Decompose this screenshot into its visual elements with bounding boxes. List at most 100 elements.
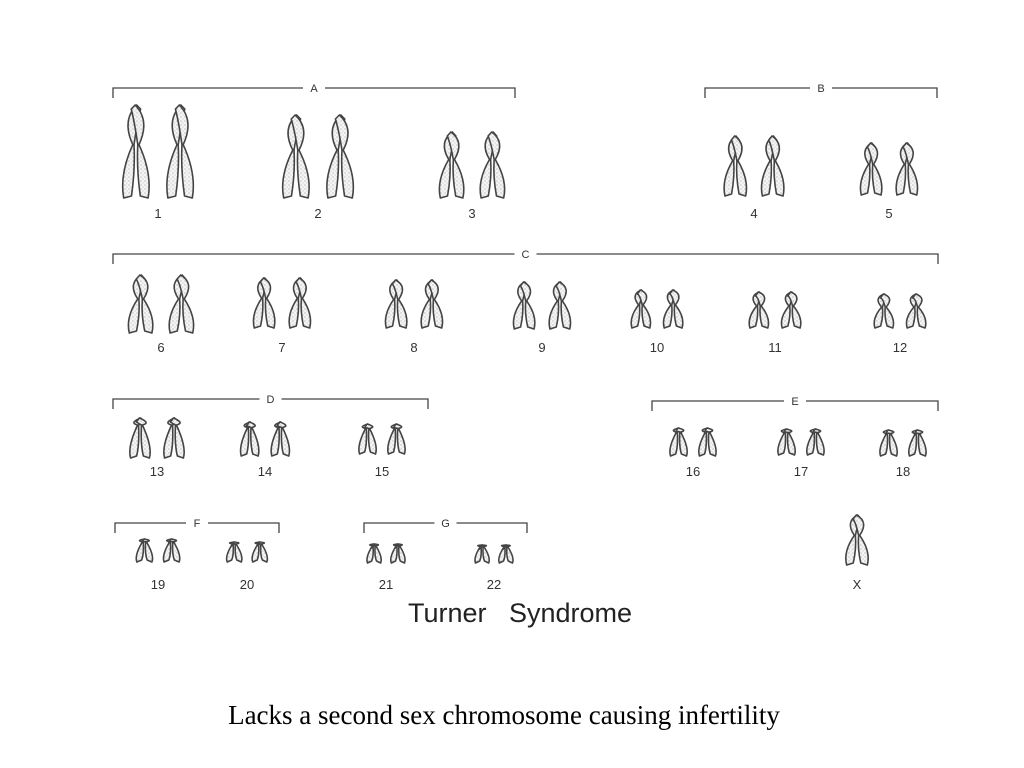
chromatid: [256, 541, 269, 563]
chromosome-14-a: [239, 421, 260, 457]
chromosome-16-b: [697, 427, 717, 457]
chromosome-number-label: 11: [768, 340, 782, 355]
chromatid: [363, 423, 378, 455]
chromosome-10-b: [662, 289, 684, 329]
chromosome-x: [845, 514, 869, 566]
chromatid: [866, 142, 883, 196]
group-bracket-c: C: [112, 249, 939, 264]
chromosome-number-label: 13: [150, 464, 164, 479]
chromatid: [879, 293, 895, 329]
chromatid: [487, 131, 506, 199]
chromosome-number-label: 10: [650, 340, 664, 355]
chromosome-set: [121, 104, 927, 566]
chromatid: [519, 281, 536, 330]
chromosome-number-label: 2: [314, 206, 321, 221]
chromosome-11-b: [780, 291, 802, 329]
karyotype-title: Turner Syndrome: [407, 598, 633, 628]
chromatid: [391, 279, 408, 329]
chromatid: [130, 104, 150, 199]
chromatid: [140, 538, 154, 563]
chromosome-11-a: [748, 291, 770, 329]
bracket-line: [363, 522, 528, 533]
chromosome-4-a: [723, 135, 748, 197]
group-bracket-d: D: [112, 394, 429, 409]
chromosome-22-b: [497, 544, 514, 564]
chromosome-number-label: 12: [893, 340, 907, 355]
chromosome-number-label: 22: [487, 577, 501, 592]
chromosome-15-a: [358, 423, 378, 455]
chromatid: [135, 274, 154, 334]
chromatid: [259, 277, 276, 329]
chromatid: [427, 279, 444, 329]
group-bracket-a: A: [112, 83, 516, 98]
chromatid: [636, 289, 652, 329]
chromosome-19-a: [135, 538, 154, 563]
chromosome-19-b: [162, 538, 181, 563]
chromatid: [782, 428, 797, 456]
chromatid: [290, 114, 310, 199]
chromosome-9-a: [512, 281, 536, 330]
chromosome-5-b: [895, 142, 919, 196]
chromosome-20-a: [225, 541, 243, 563]
chromatid: [167, 538, 181, 563]
sex-chromosome-label: X: [853, 577, 862, 592]
chromatid: [852, 514, 869, 566]
chromosome-number-label: 14: [258, 464, 272, 479]
chromatid: [703, 427, 717, 457]
chromosome-number-label: 21: [379, 577, 393, 592]
chromatid: [295, 277, 312, 329]
chromosome-20-b: [251, 541, 269, 563]
chromosome-6-b: [168, 274, 195, 334]
chromatid: [902, 142, 919, 196]
chromatid: [478, 544, 491, 564]
chromosome-number-label: 20: [240, 577, 254, 592]
group-label: C: [522, 249, 530, 261]
chromatid: [555, 281, 572, 330]
chromatid: [913, 429, 927, 457]
chromosome-8-b: [420, 279, 444, 329]
chromatid: [754, 291, 770, 329]
chromosome-18-a: [879, 429, 899, 457]
chromosome-number-label: 7: [278, 340, 285, 355]
chromosome-number-label: 18: [896, 464, 910, 479]
chromosome-7-a: [252, 277, 276, 329]
chromosome-17-a: [777, 428, 797, 456]
chromosome-13-a: [129, 417, 151, 459]
chromosome-16-a: [669, 427, 689, 457]
bracket-line: [112, 253, 939, 264]
group-label: A: [310, 83, 318, 95]
chromatid: [174, 104, 195, 199]
chromatid: [786, 291, 802, 329]
chromatid: [730, 135, 748, 197]
chromosome-6-a: [127, 274, 154, 334]
chromatid: [245, 421, 260, 457]
chromosome-12-b: [905, 293, 927, 329]
chromosome-5-a: [859, 142, 883, 196]
chromosome-2-b: [326, 114, 355, 199]
group-label: D: [267, 394, 275, 406]
chromosome-7-b: [288, 277, 312, 329]
bracket-line: [112, 398, 429, 409]
chromatid: [668, 289, 684, 329]
chromosome-number-label: 4: [750, 206, 757, 221]
chromosome-number-label: 1: [154, 206, 161, 221]
chromatid: [392, 423, 406, 455]
chromatid: [911, 293, 927, 329]
group-label: G: [441, 518, 450, 530]
chromosome-3-a: [438, 131, 465, 199]
chromatid: [811, 428, 825, 456]
chromosome-2-a: [281, 114, 310, 199]
chromosome-4-b: [760, 135, 785, 197]
chromosome-number-label: 8: [410, 340, 417, 355]
chromosome-17-b: [805, 428, 825, 456]
chromatid: [176, 274, 195, 334]
bracket-line: [114, 522, 280, 533]
group-label: F: [194, 518, 201, 530]
chromatid: [334, 114, 355, 199]
chromosome-12-a: [873, 293, 895, 329]
bracket-line: [651, 400, 939, 411]
chromatid: [502, 544, 514, 564]
